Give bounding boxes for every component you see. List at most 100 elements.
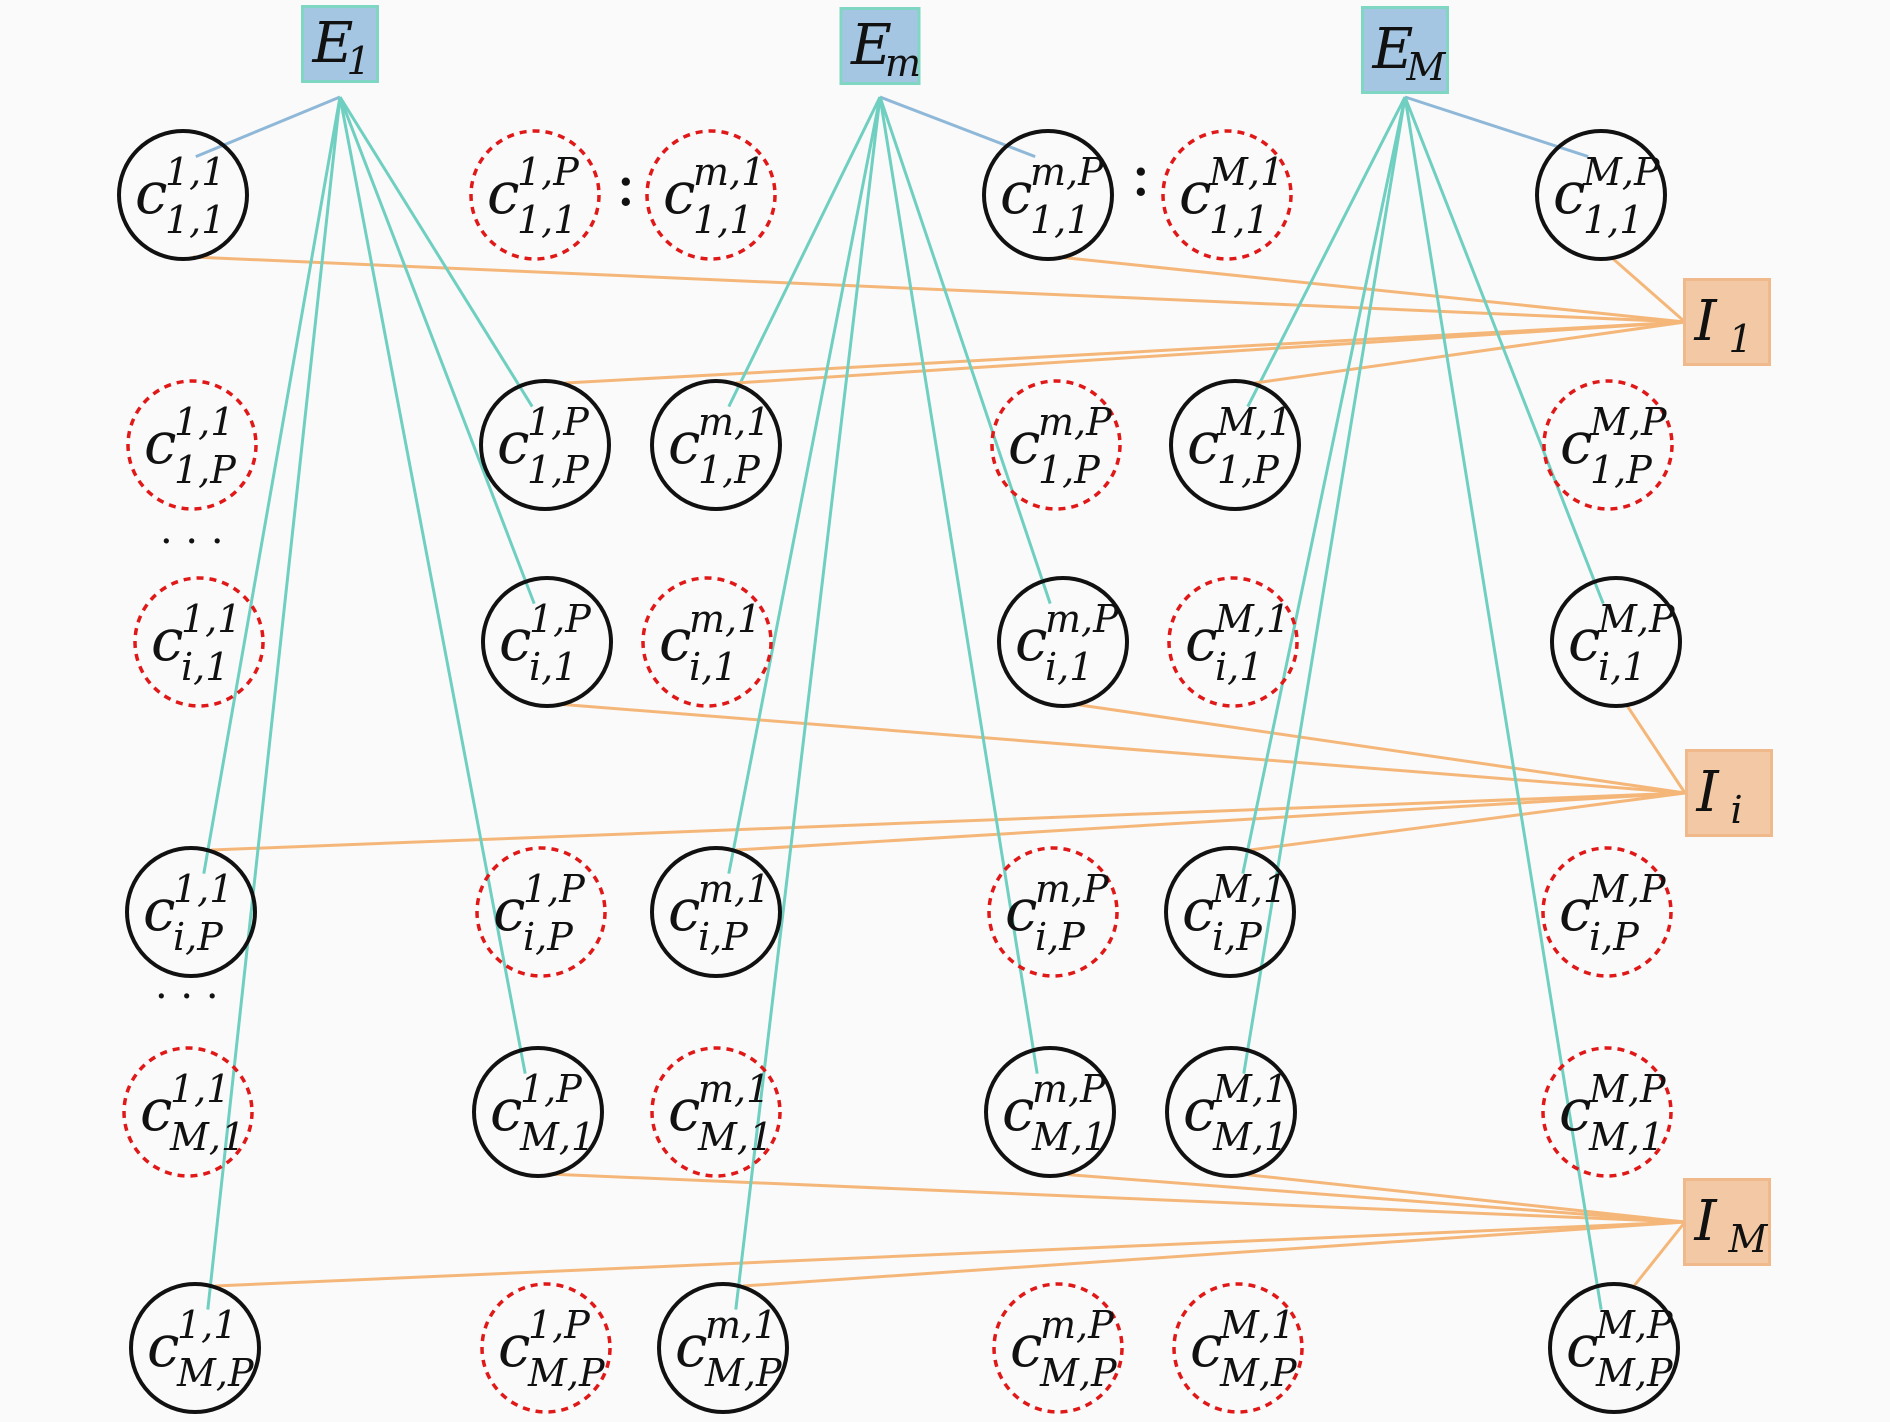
edge-expert-Em-2-3 xyxy=(878,96,1052,605)
node-subscript: 1,1 xyxy=(517,198,577,242)
inactive-node-circle xyxy=(1161,129,1293,261)
inactive-node-circle xyxy=(1167,576,1299,708)
active-node-circle xyxy=(472,1046,604,1178)
node-subscript: M,1 xyxy=(697,1115,773,1159)
node-variable: c xyxy=(143,876,175,944)
node-subscript: i,1 xyxy=(1215,645,1263,689)
row-ellipsis: · · · xyxy=(155,974,219,1020)
node-variable: c xyxy=(659,606,691,674)
node-superscript: M,1 xyxy=(1214,597,1290,641)
active-node: cM,11,P xyxy=(1169,379,1301,511)
inactive-node: cM,P1,P xyxy=(1542,379,1674,511)
active-node: cm,Pi,1 xyxy=(997,576,1129,708)
node-variable: c xyxy=(1190,1312,1222,1380)
edge-expert-Em-3-2 xyxy=(727,96,882,874)
inactive-node-circle xyxy=(650,1046,782,1178)
active-node-circle xyxy=(129,1282,261,1414)
active-node: cm,1M,P xyxy=(657,1282,789,1414)
node-subscript: M,1 xyxy=(519,1115,595,1159)
inactive-node: c1,1M,1 xyxy=(122,1046,254,1178)
edge-expert-E1-3-0 xyxy=(202,96,342,874)
edge-expert-EM-2-5 xyxy=(1403,96,1605,605)
edge-expert-Em-0-3 xyxy=(879,95,1036,159)
active-node-circle xyxy=(1164,846,1296,978)
inactive-node: c1,Pi,P xyxy=(475,846,607,978)
node-variable: c xyxy=(668,409,700,477)
edges-layer xyxy=(192,95,1687,1310)
active-node-circle xyxy=(125,846,257,978)
edge-expert-E1-0-0 xyxy=(195,95,341,158)
node-subscript: M,P xyxy=(176,1351,255,1395)
inactive-node: cm,P1,P xyxy=(990,379,1122,511)
edge-item-Ii-2-3 xyxy=(1072,702,1686,795)
active-node: cm,PM,1 xyxy=(984,1046,1116,1178)
active-node: cM,1i,P xyxy=(1164,846,1296,978)
node-subscript: 1,P xyxy=(1038,448,1101,492)
active-node: cM,Pi,1 xyxy=(1550,576,1682,708)
edge-item-I1-0-5 xyxy=(1610,255,1686,324)
node-superscript: m,1 xyxy=(689,597,761,641)
node-superscript: m,P xyxy=(1035,867,1110,911)
node-variable: c xyxy=(1005,876,1037,944)
item-node-I1-label: I xyxy=(1694,289,1719,354)
edge-item-IM-4-1 xyxy=(547,1172,1686,1224)
node-variable: c xyxy=(663,159,695,227)
expert-node-E1-label: E xyxy=(312,11,354,76)
node-variable: c xyxy=(1015,606,1047,674)
active-node-circle xyxy=(657,1282,789,1414)
active-node: c1,1i,P xyxy=(125,846,257,978)
edge-expert-E1-2-1 xyxy=(338,96,536,605)
edge-item-IM-4-4 xyxy=(1240,1172,1686,1224)
node-subscript: i,P xyxy=(698,915,749,959)
node-subscript: i,1 xyxy=(689,645,737,689)
active-node-circle xyxy=(982,129,1114,261)
active-node-circle xyxy=(117,129,249,261)
node-variable: c xyxy=(498,1312,530,1380)
node-superscript: 1,1 xyxy=(170,1067,230,1111)
node-superscript: m,P xyxy=(1045,597,1120,641)
edge-item-I1-1-4 xyxy=(1254,320,1686,385)
active-node-circle xyxy=(1550,576,1682,708)
node-variable: c xyxy=(668,1076,700,1144)
inactive-node: c1,P1,1 xyxy=(469,129,601,261)
node-subscript: M,P xyxy=(704,1351,783,1395)
active-node-circle xyxy=(479,379,611,511)
node-superscript: 1,1 xyxy=(173,867,233,911)
inactive-node-circle xyxy=(1542,379,1674,511)
node-subscript: i,P xyxy=(173,915,224,959)
node-subscript: M,1 xyxy=(169,1115,245,1159)
inactive-node: cM,1M,P xyxy=(1172,1282,1304,1414)
active-node-circle xyxy=(650,379,782,511)
item-node-IM-subscript: M xyxy=(1728,1217,1769,1261)
node-superscript: M,P xyxy=(1597,597,1676,641)
node-superscript: 1,1 xyxy=(181,597,241,641)
edge-item-IM-5-2 xyxy=(742,1220,1686,1288)
edge-expert-E1-4-1 xyxy=(338,96,527,1074)
edge-item-I1-0-0 xyxy=(192,255,1686,324)
item-node-Ii-box xyxy=(1685,749,1773,837)
expert-node-EM-subscript: M xyxy=(1406,45,1447,89)
node-subscript: 1,1 xyxy=(1209,198,1269,242)
node-variable: c xyxy=(490,1076,522,1144)
node-variable: c xyxy=(1566,1312,1598,1380)
inactive-node-circle xyxy=(480,1282,612,1414)
edge-expert-Em-4-3 xyxy=(878,96,1039,1074)
node-subscript: M,1 xyxy=(1588,1115,1664,1159)
item-node-Ii-subscript: i xyxy=(1731,788,1743,832)
item-node-I1-subscript: 1 xyxy=(1729,317,1753,361)
node-subscript: M,P xyxy=(1219,1351,1298,1395)
inactive-node: cM,11,1 xyxy=(1161,129,1293,261)
node-subscript: 1,1 xyxy=(1583,198,1643,242)
node-subscript: M,P xyxy=(527,1351,606,1395)
edge-item-I1-1-2 xyxy=(735,320,1686,385)
inactive-node-circle xyxy=(990,379,1122,511)
inactive-node-circle xyxy=(1541,1046,1673,1178)
inactive-node-circle xyxy=(475,846,607,978)
inactive-node: cM,Pi,P xyxy=(1541,846,1673,978)
column-ellipsis: : xyxy=(1130,137,1152,211)
inactive-node-circle xyxy=(1172,1282,1304,1414)
